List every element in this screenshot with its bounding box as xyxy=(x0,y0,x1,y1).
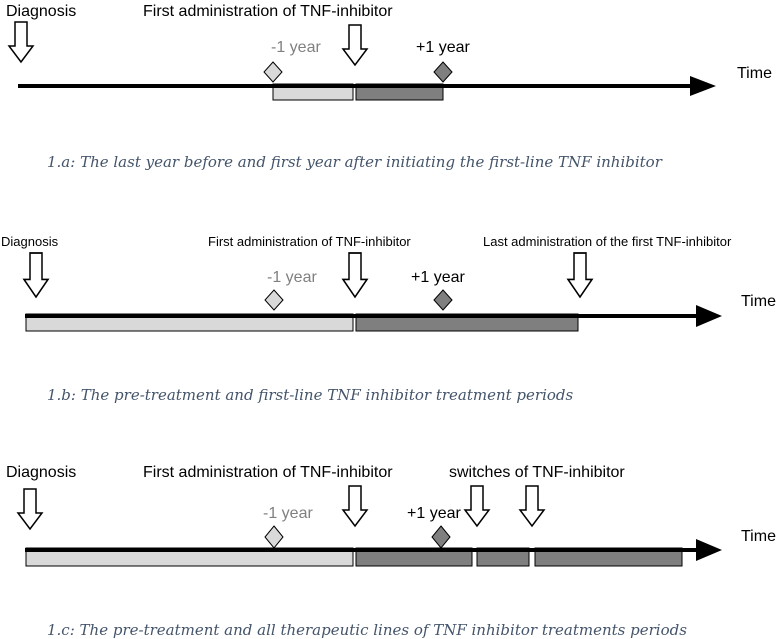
switch-2-arrow-icon xyxy=(519,485,545,527)
last-admin-arrow-icon xyxy=(567,252,593,298)
first-admin-label: First administration of TNF-inhibitor xyxy=(208,234,411,249)
plus-year-label: +1 year xyxy=(416,39,470,56)
panel-c: Diagnosis First administration of TNF-in… xyxy=(6,464,776,639)
panel-b: Diagnosis First administration of TNF-in… xyxy=(1,234,776,404)
diagnosis-label: Diagnosis xyxy=(6,464,76,481)
timeline-arrowhead-icon xyxy=(696,305,722,327)
plus-year-marker-icon xyxy=(433,61,453,83)
minus-year-marker-icon xyxy=(264,525,284,549)
panel-a: Diagnosis First administration of TNF-in… xyxy=(6,3,772,171)
diagnosis-arrow-icon xyxy=(23,252,49,298)
caption-b: 1.b: The pre-treatment and first-line TN… xyxy=(47,386,574,404)
plus-year-marker-icon xyxy=(433,289,453,311)
switches-label: switches of TNF-inhibitor xyxy=(449,464,625,481)
last-admin-label: Last administration of the first TNF-inh… xyxy=(483,234,732,249)
plus-year-label: +1 year xyxy=(411,269,465,286)
diagnosis-arrow-icon xyxy=(8,21,34,63)
minus-year-marker-icon xyxy=(264,289,284,311)
first-admin-arrow-icon xyxy=(342,485,368,527)
time-label: Time xyxy=(741,293,776,310)
caption-a: 1.a: The last year before and first year… xyxy=(47,153,663,171)
plus-year-marker-icon xyxy=(431,525,451,549)
time-label: Time xyxy=(737,65,772,82)
minus-year-label: -1 year xyxy=(267,269,317,286)
plus-year-label: +1 year xyxy=(407,505,461,522)
time-label: Time xyxy=(741,528,776,545)
diagnosis-label: Diagnosis xyxy=(6,3,76,20)
switch-1-arrow-icon xyxy=(464,485,490,527)
minus-year-marker-icon xyxy=(263,61,283,83)
diagnosis-arrow-icon xyxy=(17,488,43,530)
caption-c: 1.c: The pre-treatment and all therapeut… xyxy=(47,621,687,639)
diagnosis-label: Diagnosis xyxy=(1,234,59,249)
timeline-arrowhead-icon xyxy=(696,539,722,561)
timeline-arrowhead-icon xyxy=(690,76,716,96)
first-admin-arrow-icon xyxy=(342,24,368,66)
minus-year-label: -1 year xyxy=(263,505,313,522)
first-admin-arrow-icon xyxy=(342,252,368,298)
first-admin-label: First administration of TNF-inhibitor xyxy=(143,3,393,20)
minus-year-label: -1 year xyxy=(271,39,321,56)
first-admin-label: First administration of TNF-inhibitor xyxy=(143,464,393,481)
